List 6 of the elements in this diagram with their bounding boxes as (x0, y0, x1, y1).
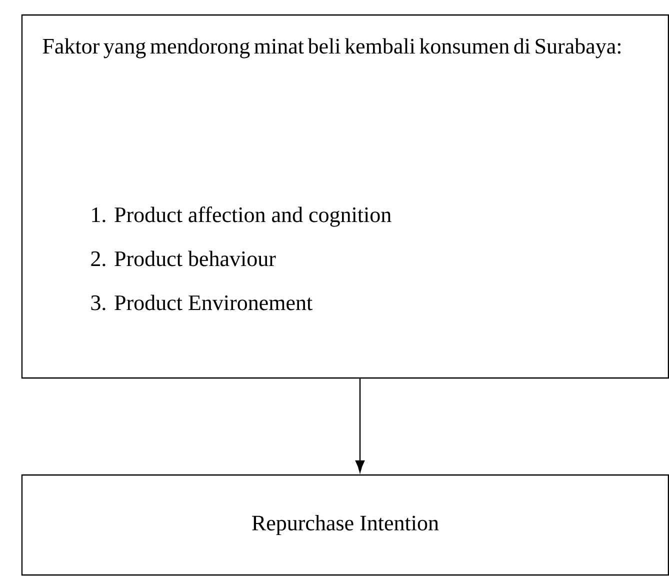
list-item: 2. Product behaviour (91, 250, 276, 266)
arrow (355, 378, 365, 472)
paragraph: Faktor yang mendorong minat beli kembali konsumen di Surabaya: (42, 38, 620, 58)
list-item: 3. Product Environement (91, 294, 312, 310)
box-label: Repurchase Intention (252, 515, 439, 535)
list-item: 1. Product affection and cognition (92, 206, 392, 227)
